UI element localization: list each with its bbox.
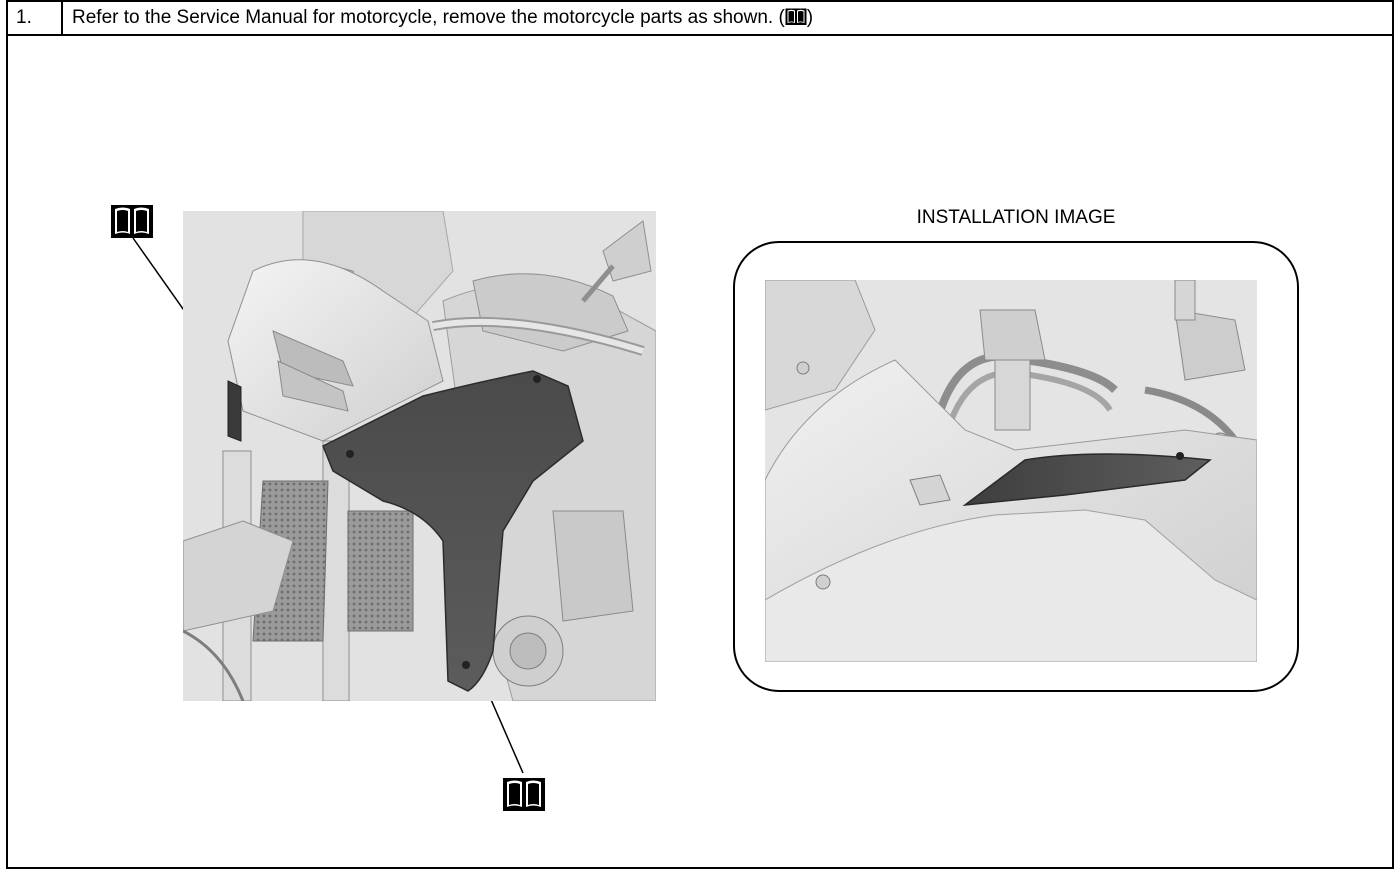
service-manual-book-icon: [109, 203, 155, 239]
motorcycle-front-illustration: [183, 211, 656, 701]
service-manual-book-icon: [501, 776, 547, 812]
installation-image-title: INSTALLATION IMAGE: [733, 207, 1299, 229]
installation-illustration: [765, 280, 1257, 662]
